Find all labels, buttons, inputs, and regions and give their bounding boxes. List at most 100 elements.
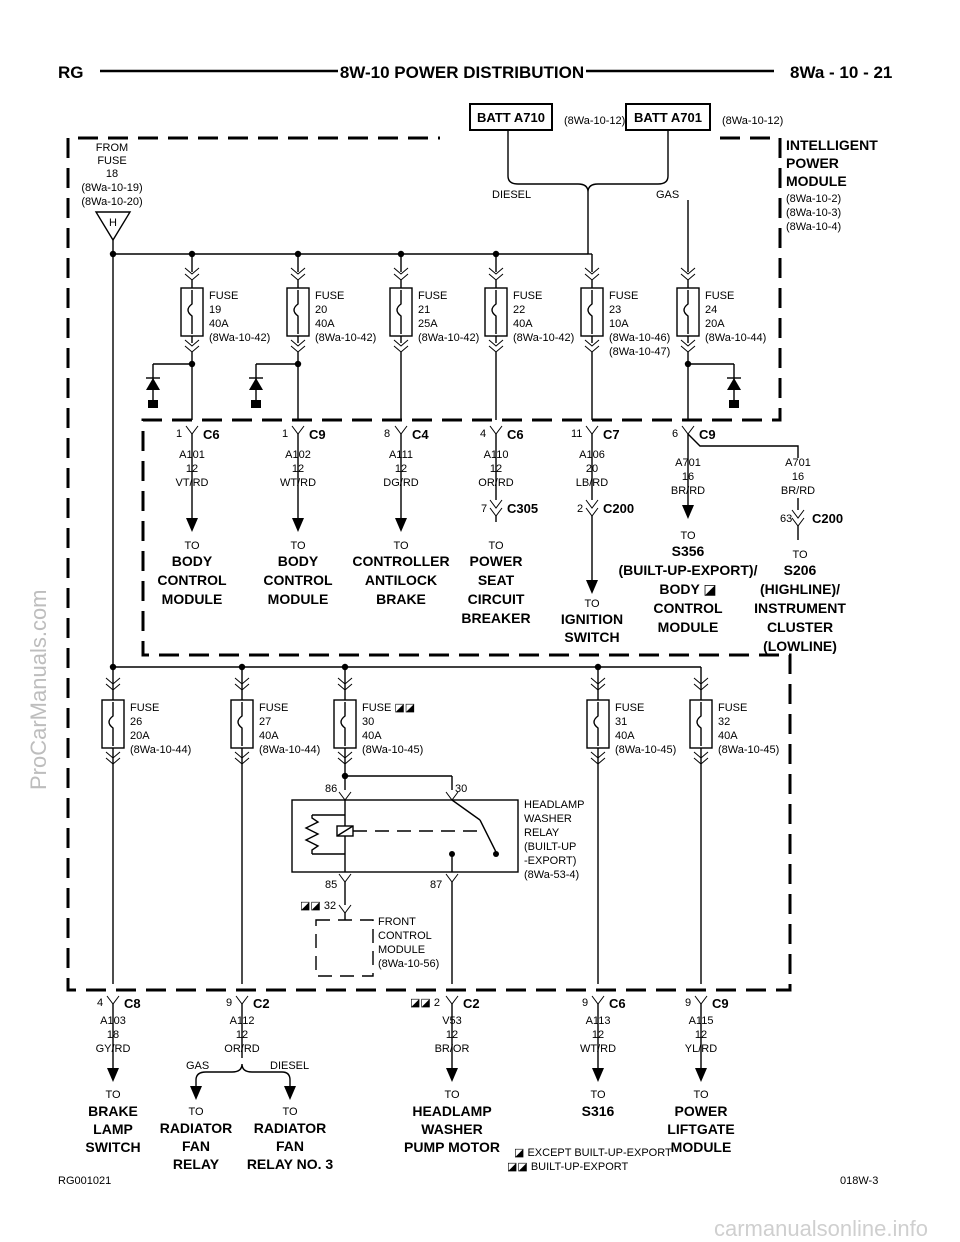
fuse-22: FUSE 22 40A (8Wa-10-42)	[484, 254, 574, 353]
ipm-ref-3: (8Wa-10-4)	[786, 221, 841, 233]
c200-name: C200	[603, 501, 634, 516]
a103-gauge: 18	[107, 1029, 119, 1041]
dest7-to: TO	[792, 549, 808, 561]
relay-label-4: (BUILT-UP	[524, 841, 576, 853]
bdest4-l2: WASHER	[421, 1121, 482, 1137]
header-page-number: 8Wa - 10 - 21	[790, 63, 892, 82]
headlamp-washer-relay: 86 30 85 87 HEADLAMP WASHER RELAY (BUILT…	[291, 772, 585, 984]
dest1-l1: BODY	[172, 553, 213, 569]
fuse-24-line-2: 24	[705, 304, 717, 316]
gas-label: GAS	[656, 189, 679, 201]
fuse-31: FUSE 31 40A (8Wa-10-45)	[586, 667, 676, 984]
dest-s316: TO S316	[582, 1089, 615, 1119]
fuse-19-line-3: 40A	[209, 318, 229, 330]
fuse-23: FUSE 23 10A (8Wa-10-46) (8Wa-10-47)	[580, 253, 670, 358]
relay-label-2: WASHER	[524, 813, 572, 825]
split-gas: GAS	[186, 1060, 209, 1072]
dest-s206: TO S206 (HIGHLINE)/ INSTRUMENT CLUSTER (…	[754, 549, 846, 654]
ipm-title-1: INTELLIGENT	[786, 137, 878, 153]
from-line-5: (8Wa-10-20)	[81, 196, 142, 208]
bdest6-to: TO	[693, 1089, 709, 1101]
a701b-gauge: 16	[792, 471, 804, 483]
c2b-name: C2	[463, 996, 480, 1011]
dest-power-seat-circuit-breaker: TO POWER SEAT CIRCUIT BREAKER	[461, 540, 530, 626]
c9b-name: C9	[699, 427, 716, 442]
connector-c9-pin1: 1 C9 A102 12 WT/RD	[280, 425, 326, 532]
connector-c6-pin4: 4 C6 A110 12 OR/RD 7 C305	[478, 425, 538, 522]
footer-left: RG001021	[58, 1175, 111, 1187]
dest2-l2: CONTROL	[263, 572, 333, 588]
fuse-27-line-2: 27	[259, 716, 271, 728]
a113-gauge: 12	[592, 1029, 604, 1041]
relay-label-3: RELAY	[524, 827, 560, 839]
dest6-l4: CONTROL	[653, 600, 723, 616]
connector-c6-pin9: 9 C6 A113 12 WT/RD	[580, 995, 626, 1082]
a101-color: VT/RD	[176, 477, 209, 489]
diodes-top	[146, 352, 741, 420]
connector-c7-pin11: 11 C7 A106 20 LB/RD 2 C200	[571, 425, 634, 594]
fuse-30-line-1: FUSE ◪◪	[362, 702, 415, 714]
a110-color: OR/RD	[478, 477, 514, 489]
c200b-pin: 63	[780, 513, 792, 525]
c6-pin: 1	[176, 428, 182, 440]
relay-pin-87: 87	[430, 879, 442, 891]
dest5-l2: SWITCH	[564, 629, 619, 645]
fuse-19: FUSE 19 40A (8Wa-10-42)	[180, 254, 270, 353]
header-left: RG	[58, 63, 84, 82]
c2-name: C2	[253, 996, 270, 1011]
a701-id: A701	[675, 457, 701, 469]
c8-pin: 4	[97, 997, 103, 1009]
a113-id: A113	[586, 1015, 611, 1027]
bdest6-l1: POWER	[675, 1103, 728, 1119]
a701b-color: BR/RD	[781, 485, 815, 497]
fuse-23-line-3: 10A	[609, 318, 629, 330]
dest6-l1: S356	[672, 543, 705, 559]
legend-built-up: ◪◪ BUILT-UP-EXPORT	[507, 1161, 629, 1173]
batt-a710-label: BATT A710	[477, 110, 545, 125]
a102-gauge: 12	[292, 463, 304, 475]
connector-c6-pin1: 1 C6 A101 12 VT/RD	[176, 425, 220, 532]
connector-c2-pin9: 9 C2 A112 12 OR/RD GAS DIESEL	[186, 995, 309, 1100]
fcm-pin: ◪◪ 32	[300, 900, 336, 912]
fuse-32-line-2: 32	[718, 716, 730, 728]
connector-c9-pin6: 6 C9 A701 16 BR/RD A701 16 BR/RD 63 C200	[671, 425, 843, 540]
a701b-id: A701	[785, 457, 811, 469]
a110-gauge: 12	[490, 463, 502, 475]
bdest5-to: TO	[590, 1089, 606, 1101]
a102-id: A102	[285, 449, 311, 461]
relay-pin-85: 85	[325, 879, 337, 891]
battery-sources: BATT A710 (8Wa-10-12) BATT A701 (8Wa-10-…	[469, 103, 783, 254]
a115-color: YL/RD	[685, 1043, 717, 1055]
fuse-23-line-4: (8Wa-10-46)	[609, 332, 670, 344]
dest7-l5: (LOWLINE)	[763, 638, 837, 654]
fuse-20: FUSE 20 40A (8Wa-10-42)	[286, 254, 376, 353]
from-line-1: FROM	[96, 142, 128, 154]
split-diesel: DIESEL	[270, 1060, 309, 1072]
fuse-19-line-2: 19	[209, 304, 221, 316]
c4-pin: 8	[384, 428, 390, 440]
fuse-27-line-4: (8Wa-10-44)	[259, 744, 320, 756]
ipm-title-3: MODULE	[786, 173, 847, 189]
c9-name: C9	[309, 427, 326, 442]
dest5-to: TO	[584, 598, 600, 610]
a111-id: A111	[389, 449, 413, 461]
batt-a701-ref: (8Wa-10-12)	[722, 115, 783, 127]
a115-id: A115	[689, 1015, 714, 1027]
a115-gauge: 12	[695, 1029, 707, 1041]
ipm-boundary	[66, 136, 792, 992]
dest4-l1: POWER	[470, 553, 523, 569]
dest6-l2: (BUILT-UP-EXPORT)/	[619, 562, 758, 578]
a102-color: WT/RD	[280, 477, 316, 489]
dest-power-liftgate-module: TO POWER LIFTGATE MODULE	[667, 1089, 734, 1155]
fuse-20-line-4: (8Wa-10-42)	[315, 332, 376, 344]
ipm-title-2: POWER	[786, 155, 839, 171]
c6c-name: C6	[609, 996, 626, 1011]
fuse-30: FUSE ◪◪ 30 40A (8Wa-10-45)	[333, 667, 423, 790]
dest1-to: TO	[184, 540, 200, 552]
c6b-pin: 4	[480, 428, 486, 440]
fuse-26-line-4: (8Wa-10-44)	[130, 744, 191, 756]
bdest3-l2: FAN	[276, 1138, 304, 1154]
fuse-20-line-3: 40A	[315, 318, 335, 330]
dest-ignition-switch: TO IGNITION SWITCH	[561, 598, 623, 645]
fuse-30-line-4: (8Wa-10-45)	[362, 744, 423, 756]
